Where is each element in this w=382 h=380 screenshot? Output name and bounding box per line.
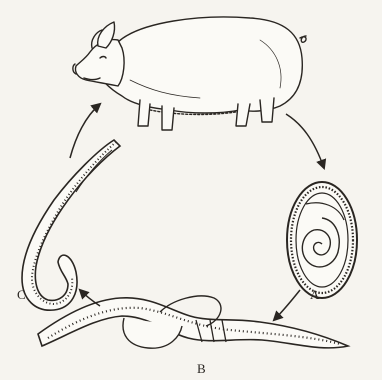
pig-icon bbox=[73, 17, 306, 130]
label-b: B bbox=[197, 362, 206, 375]
arrow-egg-to-worm bbox=[274, 290, 300, 320]
larva-icon bbox=[22, 140, 120, 310]
arrow-pig-to-egg bbox=[286, 114, 324, 168]
label-a: A bbox=[310, 288, 319, 301]
label-c: C bbox=[17, 288, 26, 301]
earthworm-icon bbox=[38, 296, 348, 348]
arrow-larva-to-pig bbox=[70, 104, 100, 158]
arrow-worm-to-larva bbox=[80, 290, 100, 306]
egg-icon bbox=[287, 182, 357, 298]
